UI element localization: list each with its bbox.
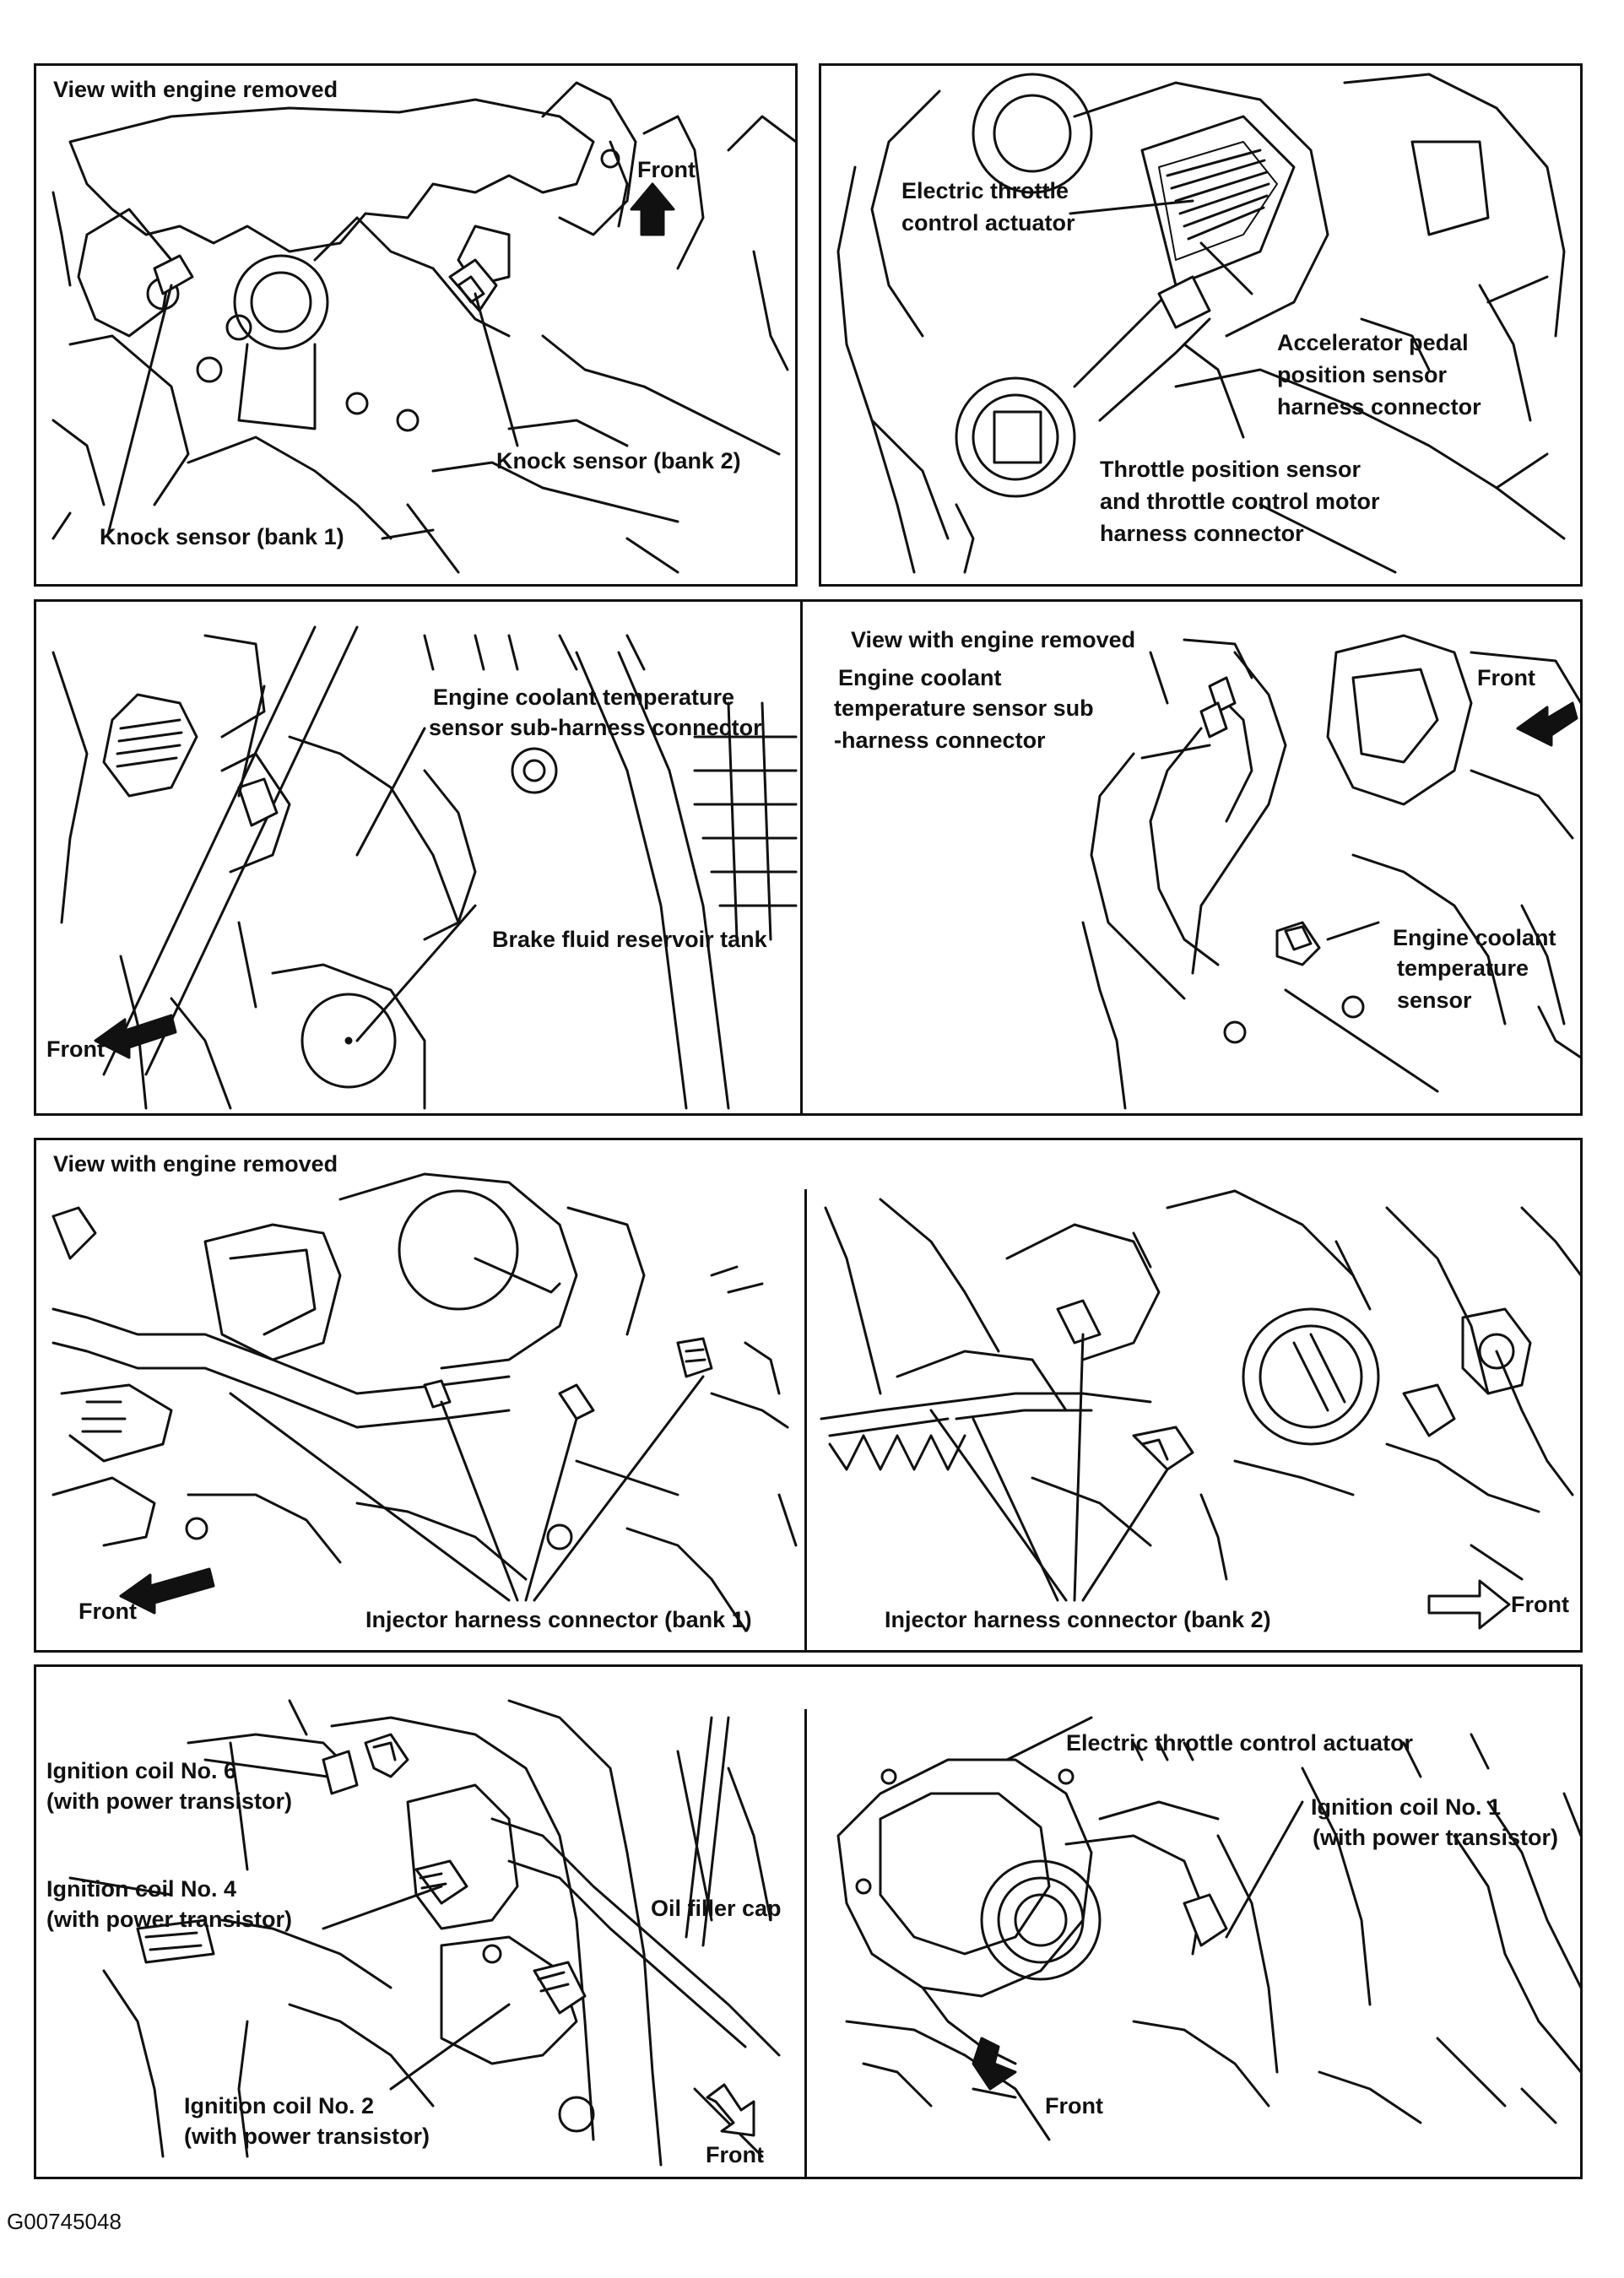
row-divider: [804, 1709, 807, 2177]
front-label: Front: [78, 1599, 137, 1624]
coolant-right-illustration: [1081, 634, 1583, 1110]
ignition-left-illustration: [68, 1699, 781, 2167]
front-label: Front: [637, 157, 696, 182]
ect-connector-label-line1: Engine coolant temperature: [433, 684, 735, 710]
ignition-coil-2-label-line1: Ignition coil No. 2: [184, 2093, 374, 2118]
front-label: Front: [1511, 1592, 1569, 1617]
etc-label-line1: Electric throttle: [901, 178, 1069, 203]
tps-label-line3: harness connector: [1100, 521, 1304, 546]
coolant-left-illustration: [51, 625, 798, 1110]
front-label: Front: [706, 2142, 764, 2167]
oil-filler-cap-label: Oil filler cap: [651, 1896, 782, 1921]
panel-title: View with engine removed: [851, 627, 1136, 652]
ect-sub-harness-label-line1: Engine coolant: [838, 665, 1002, 690]
throttle-illustration: [836, 73, 1566, 574]
front-label: Front: [46, 1036, 105, 1062]
figure-code: G00745048: [7, 2209, 122, 2234]
injector-bank-1-label: Injector harness connector (bank 1): [365, 1607, 752, 1632]
tps-label-line2: and throttle control motor: [1100, 489, 1380, 514]
etc-actuator-label: Electric throttle control actuator: [1066, 1730, 1414, 1756]
ignition-coil-4-label-line1: Ignition coil No. 4: [46, 1876, 236, 1902]
row-divider: [800, 602, 803, 1113]
knock-sensor-bank-1-label: Knock sensor (bank 1): [100, 524, 344, 549]
ect-sensor-label-line2: temperature: [1397, 955, 1529, 981]
knock-sensor-illustration: [51, 81, 798, 574]
ignition-coil-2-label-line2: (with power transistor): [184, 2124, 430, 2149]
row-divider: [804, 1189, 807, 1650]
ect-sub-harness-label-line3: -harness connector: [834, 728, 1046, 753]
ect-sensor-label-line3: sensor: [1397, 987, 1472, 1013]
panel-throttle: Electric throttle control actuator Accel…: [819, 63, 1583, 587]
ignition-coil-4-label-line2: (with power transistor): [46, 1907, 293, 1932]
etc-label-line2: control actuator: [901, 210, 1075, 235]
ect-sub-harness-label-line2: temperature sensor sub: [834, 695, 1094, 721]
ect-connector-label-line2: sensor sub-harness connector: [429, 715, 762, 740]
front-label: Front: [1477, 665, 1535, 690]
panel-knock-sensors: View with engine removed Front Knock sen…: [34, 63, 798, 587]
ignition-coil-6-label-line2: (with power transistor): [46, 1788, 293, 1814]
panel-coolant-row: Engine coolant temperature sensor sub-ha…: [34, 599, 1583, 1116]
ignition-right-illustration: [836, 1716, 1583, 2141]
tps-label-line1: Throttle position sensor: [1100, 457, 1361, 482]
app-sensor-label-line3: harness connector: [1277, 394, 1481, 419]
ignition-coil-6-label-line1: Ignition coil No. 6: [46, 1758, 236, 1783]
ect-sensor-label-line1: Engine coolant: [1393, 925, 1556, 950]
brake-fluid-reservoir-label: Brake fluid reservoir tank: [492, 927, 767, 952]
panel-injector-row: View with engine removed Front Injector …: [34, 1138, 1583, 1653]
panel-title: View with engine removed: [53, 77, 338, 102]
knock-sensor-bank-2-label: Knock sensor (bank 2): [496, 448, 741, 473]
panel-ignition-row: Ignition coil No. 6 (with power transist…: [34, 1664, 1583, 2179]
ignition-coil-1-label-line2: (with power transistor): [1313, 1825, 1559, 1850]
panel-title: View with engine removed: [53, 1151, 338, 1177]
injector-bank-2-label: Injector harness connector (bank 2): [885, 1607, 1271, 1632]
ignition-coil-1-label-line1: Ignition coil No. 1: [1311, 1794, 1501, 1820]
app-sensor-label-line1: Accelerator pedal: [1277, 330, 1469, 355]
injector-bank2-illustration: [820, 1189, 1583, 1630]
front-label: Front: [1045, 2093, 1103, 2118]
app-sensor-label-line2: position sensor: [1277, 362, 1448, 387]
injector-bank1-illustration: [51, 1172, 798, 1631]
